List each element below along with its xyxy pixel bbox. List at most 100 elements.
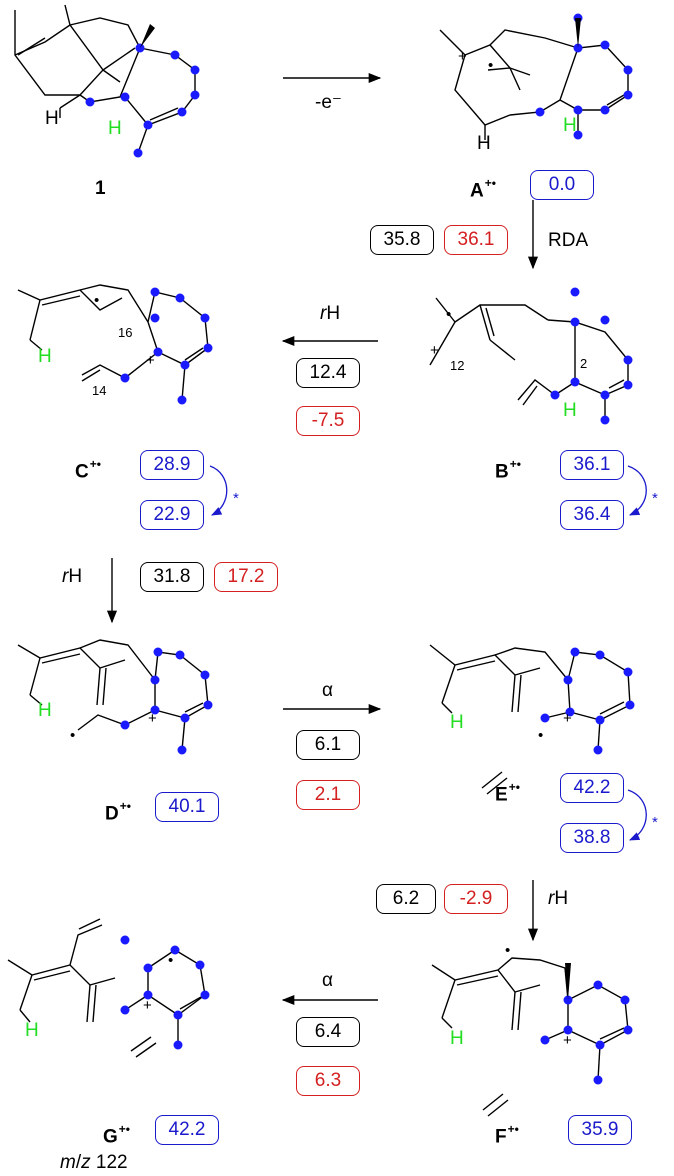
- molecule-C-atoms: [120, 287, 213, 405]
- label-rda: RDA: [548, 230, 589, 251]
- compound-E-letter: E: [495, 784, 508, 806]
- molecule-1-atoms: [85, 43, 200, 158]
- compound-label-B: B+•: [495, 455, 521, 483]
- molecule-D-atoms: [120, 647, 213, 755]
- locant-14: 14: [92, 383, 107, 398]
- molecule-E: [429, 644, 631, 795]
- radical-dot-G: •: [168, 952, 174, 969]
- label-rH-BC: rH: [320, 303, 340, 325]
- label-alpha-FG: α: [322, 970, 333, 991]
- compound-label-D: D+•: [105, 797, 131, 825]
- radical-dot-B: •: [446, 306, 452, 323]
- compound-B-letter: B: [495, 461, 509, 483]
- radical-dot-D: •: [70, 727, 76, 744]
- energy-E-F-red: -2.9: [444, 884, 508, 914]
- radical-dot-F: •: [505, 942, 511, 959]
- energy-A-relative: 0.0: [530, 170, 594, 200]
- star-C: *: [233, 490, 239, 507]
- energy-A-B-black: 35.8: [370, 225, 434, 255]
- locant-16: 16: [118, 325, 133, 340]
- wedge-bond-F: [565, 963, 571, 1000]
- atom-plus-B: +: [430, 342, 439, 359]
- molecule-A-atoms: [535, 13, 633, 140]
- atom-H-1b: H: [108, 118, 122, 139]
- molecule-A: [439, 29, 629, 140]
- compound-B-charge: +•: [509, 457, 521, 471]
- compound-G-charge: +•: [118, 1122, 130, 1136]
- label-rH-EF: rH: [548, 888, 568, 910]
- compound-label-F: F+•: [495, 1120, 519, 1148]
- radical-dot-A: •: [488, 57, 494, 74]
- energy-D-relative: 40.1: [155, 792, 219, 822]
- atom-H-A1: H: [477, 133, 491, 154]
- energy-D-E-black: 6.1: [296, 730, 360, 760]
- energy-G-relative: 42.2: [155, 1115, 219, 1145]
- atom-plus-A: +: [458, 48, 467, 65]
- label-alpha-DE: α: [322, 680, 333, 701]
- energy-C-relative-1: 28.9: [140, 450, 204, 480]
- compound-label-C: C+•: [75, 455, 101, 483]
- compound-C-charge: +•: [89, 457, 101, 471]
- energy-B-relative-2: 36.4: [560, 500, 624, 530]
- molecule-1: [14, 4, 196, 154]
- label-rH-EF-r: r: [548, 888, 555, 909]
- atom-H-A2: H: [563, 115, 577, 136]
- locant-2: 2: [580, 356, 588, 371]
- atom-H-C: H: [38, 346, 52, 367]
- molecule-B: [429, 297, 629, 420]
- compound-C-letter: C: [75, 461, 89, 483]
- atom-plus-G: +: [143, 997, 152, 1014]
- label-rH-CD: rH: [62, 566, 82, 588]
- compound-label-E: E+•: [495, 778, 520, 806]
- label-rH-CD-r: r: [62, 566, 69, 587]
- atom-plus-C: +: [146, 352, 155, 369]
- atom-H-B: H: [563, 400, 577, 421]
- mz-m: m: [60, 1152, 76, 1173]
- compound-D-letter: D: [105, 803, 119, 825]
- atom-H-G: H: [25, 1020, 39, 1041]
- energy-F-G-red: 6.3: [296, 1066, 360, 1096]
- compound-F-charge: +•: [507, 1122, 519, 1136]
- compound-F-letter: F: [495, 1126, 507, 1148]
- radical-dot-E: •: [538, 727, 544, 744]
- energy-E-relative-2: 38.8: [560, 823, 624, 853]
- atom-H-E: H: [450, 712, 464, 733]
- atom-H-D: H: [38, 700, 52, 721]
- label-rH-EF-h: H: [554, 888, 569, 909]
- energy-C-relative-2: 22.9: [140, 500, 204, 530]
- atom-plus-E: +: [563, 710, 572, 727]
- molecule-B-atoms: [550, 287, 633, 425]
- curved-arrow-E: [627, 789, 647, 841]
- energy-C-D-red: 17.2: [214, 562, 278, 592]
- label-rH-CD-h: H: [68, 566, 83, 587]
- energy-C-D-black: 31.8: [140, 562, 204, 592]
- energy-E-relative-1: 42.2: [560, 773, 624, 803]
- mz-label: m/z 122: [60, 1152, 128, 1173]
- locant-12: 12: [450, 358, 465, 373]
- radical-dot-C: •: [94, 292, 100, 309]
- wedge-bond-1: [140, 24, 155, 48]
- mz-z: z: [81, 1152, 91, 1173]
- atom-H-F: H: [450, 1028, 464, 1049]
- compound-A-charge: +•: [484, 176, 496, 190]
- star-B: *: [652, 490, 658, 507]
- energy-E-F-black: 6.2: [376, 884, 436, 914]
- wedge-bond-A: [575, 18, 581, 48]
- compound-label-A: A+•: [470, 174, 496, 202]
- energy-F-relative: 35.9: [568, 1115, 632, 1145]
- reaction-arrows: [106, 72, 539, 1006]
- label-ionization: -e⁻: [315, 92, 342, 113]
- energy-F-G-black: 6.4: [296, 1017, 360, 1047]
- energy-B-C-black: 12.4: [296, 358, 360, 388]
- curved-arrow-B: [627, 465, 647, 516]
- molecule-E-atoms: [540, 647, 635, 755]
- compound-G-letter: G: [103, 1126, 118, 1148]
- energy-A-B-red: 36.1: [444, 225, 508, 255]
- atom-plus-D: +: [148, 710, 157, 727]
- compound-label-G: G+•: [103, 1120, 130, 1148]
- curved-arrows: [209, 465, 647, 841]
- energy-D-E-red: 2.1: [296, 780, 360, 810]
- compound-D-charge: +•: [119, 799, 131, 813]
- star-E: *: [652, 814, 658, 831]
